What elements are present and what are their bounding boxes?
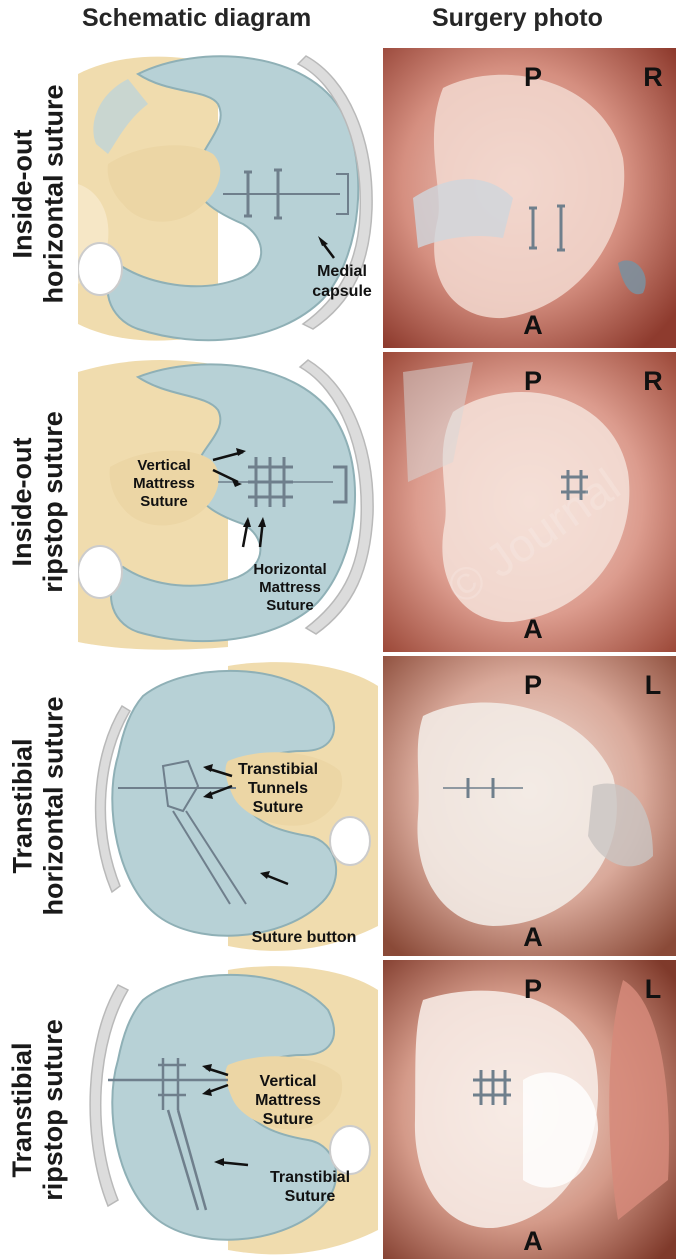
annotation-horizontal: Horizontal — [253, 561, 326, 578]
svg-text:P: P — [524, 670, 542, 700]
svg-text:P: P — [524, 366, 542, 396]
orientation-anterior: A — [523, 310, 543, 340]
annotation-medial: Medial — [317, 263, 367, 280]
schematic-column-header: Schematic diagram — [82, 4, 311, 33]
annotation-capsule: capsule — [312, 283, 372, 300]
annotation-suture: Suture — [140, 493, 188, 510]
annotation-suture-2: Suture — [266, 597, 314, 614]
annotation-transtibial-4: Transtibial — [270, 1169, 350, 1186]
annotation-suture-4b: Suture — [285, 1188, 336, 1205]
annotation-suture-3: Suture — [253, 799, 304, 816]
orientation-posterior: P — [524, 62, 542, 92]
schematic-transtibial-ripstop: Vertical Mattress Suture Transtibial Sut… — [78, 960, 378, 1259]
svg-text:L: L — [645, 670, 662, 700]
schematic-inside-out-ripstop: Vertical Mattress Suture Horizontal Matt… — [78, 352, 378, 652]
svg-text:P: P — [524, 974, 542, 1004]
annotation-suture-button: Suture button — [252, 929, 357, 946]
annotation-mattress-4: Mattress — [255, 1092, 321, 1109]
photo-inside-out-horizontal: P R A — [383, 48, 676, 348]
svg-text:A: A — [523, 922, 543, 952]
svg-text:L: L — [645, 974, 662, 1004]
annotation-transtibial: Transtibial — [238, 761, 318, 778]
svg-text:A: A — [523, 1226, 543, 1256]
annotation-suture-4: Suture — [263, 1111, 314, 1128]
annotation-tunnels: Tunnels — [248, 780, 308, 797]
svg-text:A: A — [523, 614, 543, 644]
orientation-side: R — [643, 62, 663, 92]
annotation-vertical: Vertical — [137, 457, 190, 474]
photo-transtibial-horizontal: P L A — [383, 656, 676, 956]
schematic-inside-out-horizontal: Medial capsule — [78, 44, 378, 348]
photo-inside-out-ripstop: © Journal P R A — [383, 352, 676, 652]
schematic-transtibial-horizontal: Transtibial Tunnels Suture Suture button — [78, 656, 378, 956]
photo-transtibial-ripstop: P L A — [383, 960, 676, 1259]
svg-text:R: R — [643, 366, 663, 396]
annotation-mattress: Mattress — [133, 475, 195, 492]
photo-column-header: Surgery photo — [432, 4, 603, 33]
annotation-vertical-4: Vertical — [260, 1073, 317, 1090]
annotation-mattress-2: Mattress — [259, 579, 321, 596]
